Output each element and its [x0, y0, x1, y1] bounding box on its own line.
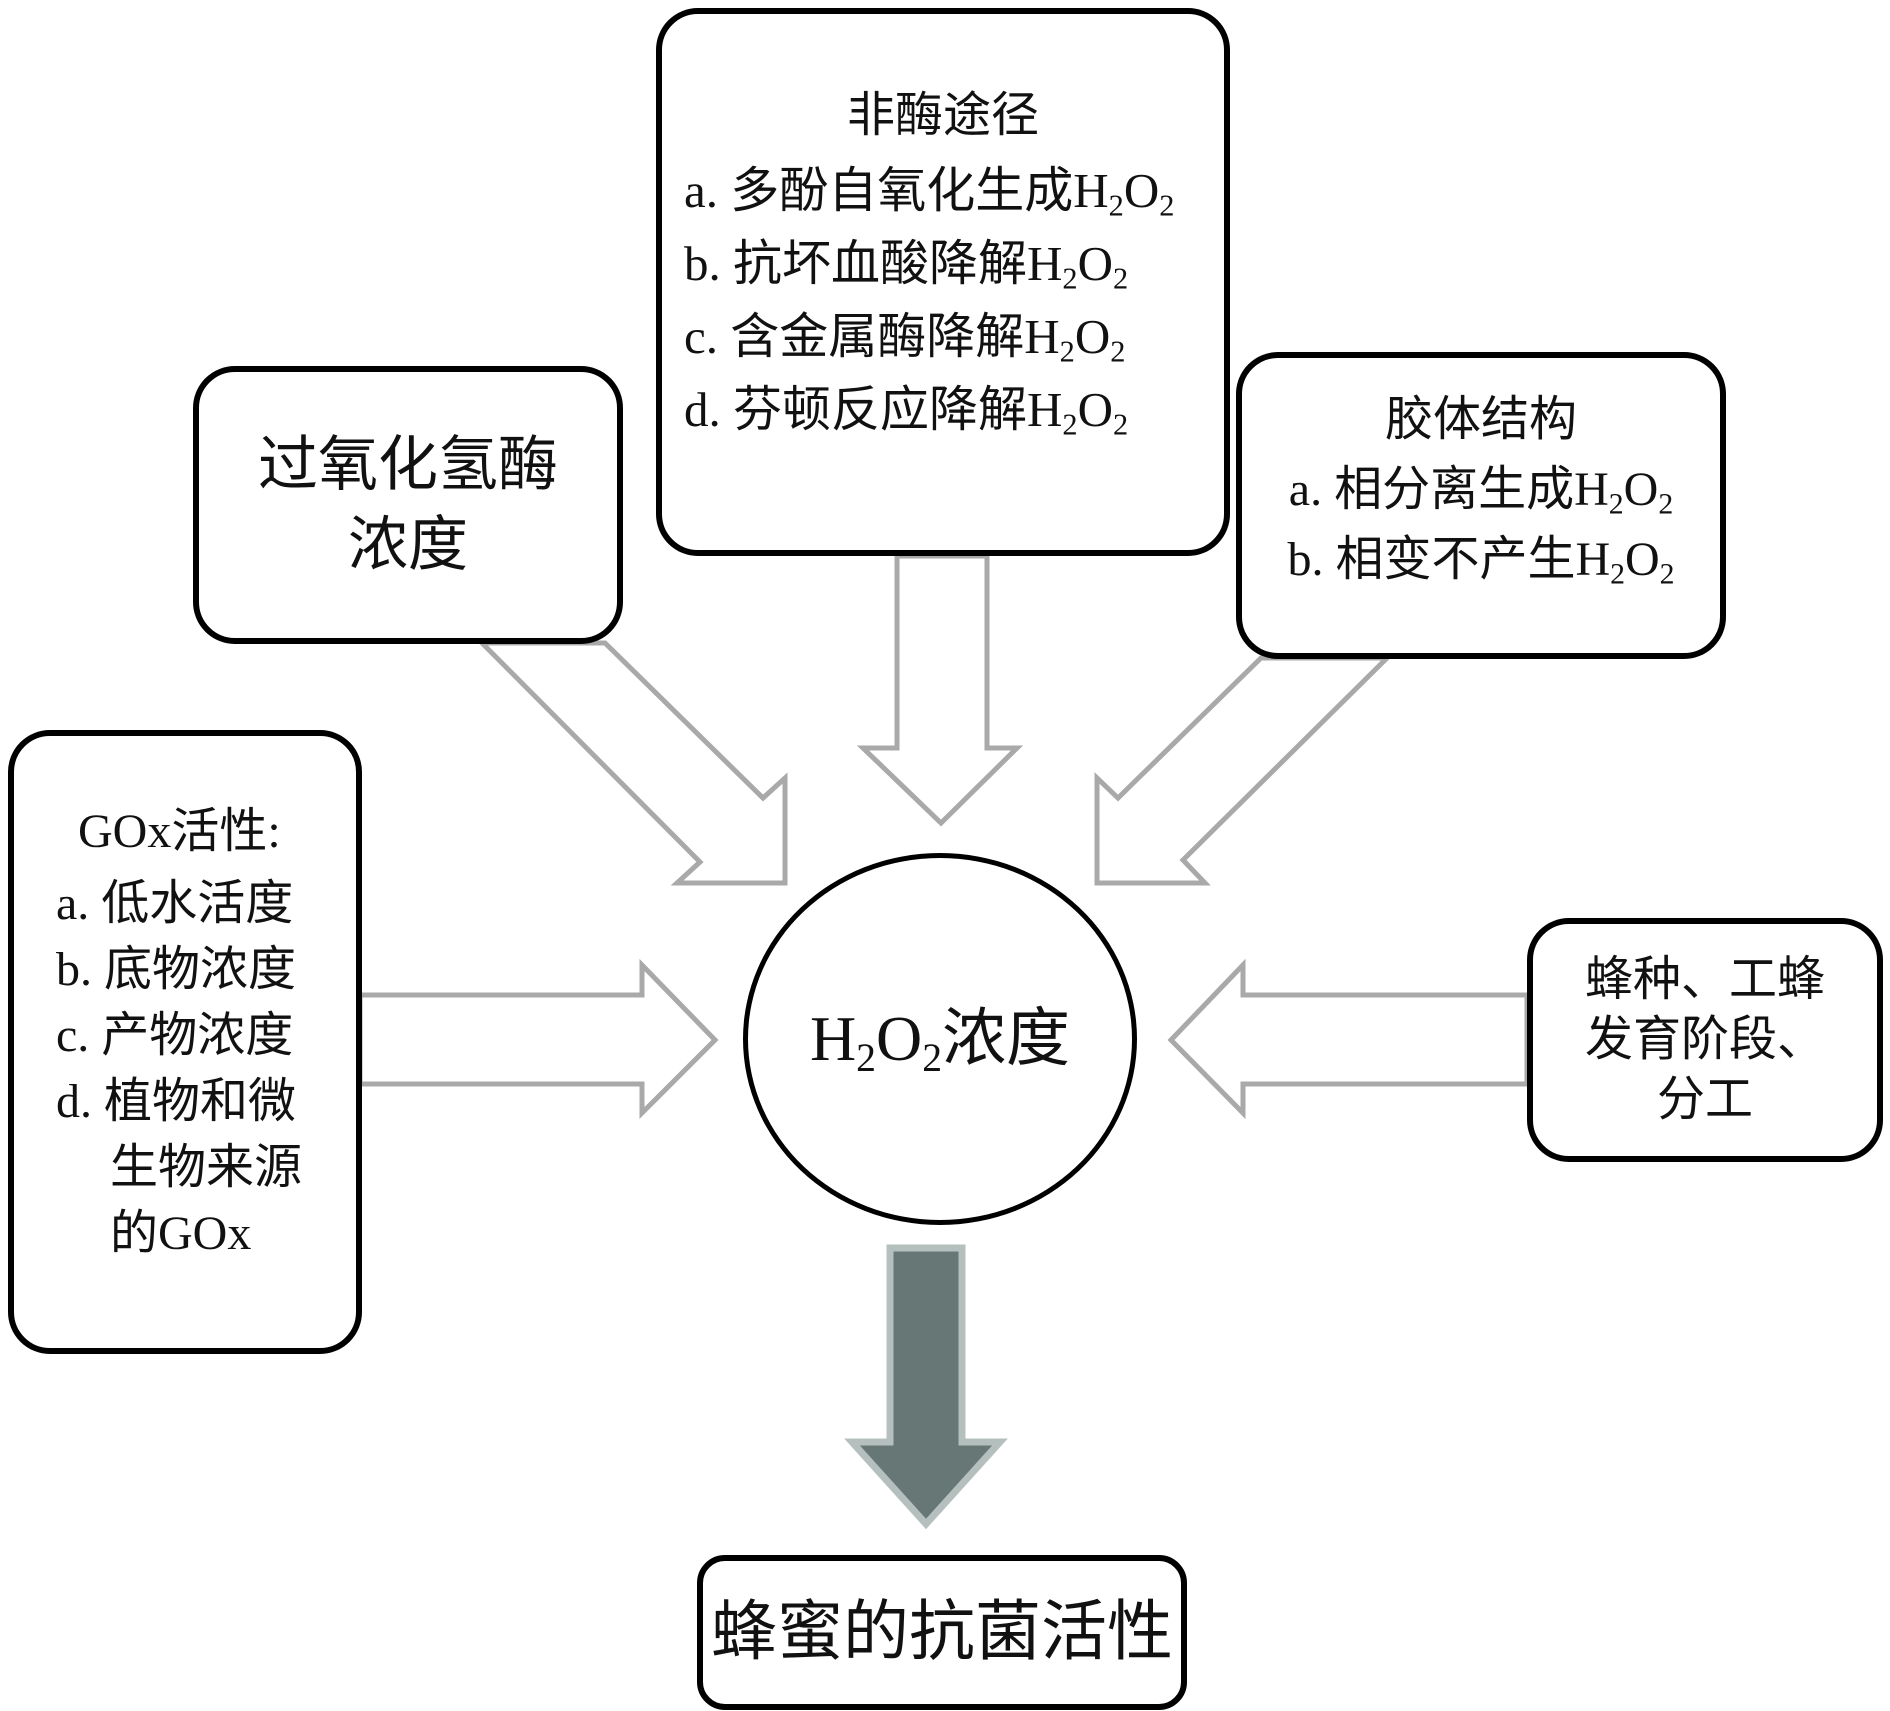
- colloid-item: b. 相变不产生H2O2: [1287, 533, 1675, 591]
- nonenzymatic-item: d. 芬顿反应降解H2O2: [684, 382, 1129, 442]
- h2o2-concentration-node: H2O2浓度: [743, 853, 1137, 1225]
- result-label: 蜂蜜的抗菌活性: [711, 1595, 1173, 1669]
- nonenzymatic-item: c. 含金属酶降解H2O2: [684, 309, 1126, 369]
- catalase-line: 过氧化氢酶: [258, 432, 558, 498]
- nonenzymatic-pathway-box: 非酶途径 a. 多酚自氧化生成H2O2 b. 抗坏血酸降解H2O2 c. 含金属…: [656, 8, 1230, 556]
- bee-line: 分工: [1656, 1073, 1753, 1126]
- gox-item-continuation: 的GOx: [110, 1207, 252, 1260]
- arrow-colloid-to-center: [1094, 655, 1394, 886]
- arrow-nonenzymatic-to-center: [856, 553, 1024, 827]
- gox-title: GOx活性:: [78, 805, 281, 858]
- arrow-bee-to-center: [1167, 958, 1530, 1120]
- colloid-structure-box: 胶体结构 a. 相分离生成H2O2 b. 相变不产生H2O2: [1236, 352, 1726, 659]
- gox-item: c. 产物浓度: [56, 1009, 294, 1062]
- catalase-line: 浓度: [348, 512, 468, 578]
- nonenzymatic-title: 非酶途径: [846, 89, 1039, 142]
- antibacterial-activity-box: 蜂蜜的抗菌活性: [697, 1555, 1187, 1710]
- gox-activity-box: GOx活性: a. 低水活度 b. 底物浓度 c. 产物浓度 d. 植物和微 生…: [8, 730, 362, 1354]
- gox-item-continuation: 生物来源: [110, 1141, 303, 1194]
- arrow-center-to-result: [844, 1244, 1008, 1530]
- colloid-item: a. 相分离生成H2O2: [1288, 463, 1674, 521]
- h2o2-label: H2O2浓度: [809, 1003, 1071, 1081]
- bee-line: 蜂种、工蜂: [1584, 953, 1825, 1006]
- gox-item: a. 低水活度: [56, 877, 294, 930]
- nonenzymatic-item: b. 抗坏血酸降解H2O2: [684, 236, 1129, 296]
- arrow-gox-to-center: [357, 958, 719, 1120]
- gox-item: d. 植物和微: [56, 1075, 297, 1128]
- bee-line: 发育阶段、: [1584, 1013, 1825, 1066]
- nonenzymatic-item: a. 多酚自氧化生成H2O2: [684, 163, 1175, 223]
- bee-species-box: 蜂种、工蜂 发育阶段、 分工: [1527, 918, 1883, 1162]
- catalase-concentration-box: 过氧化氢酶 浓度: [193, 366, 623, 644]
- arrow-catalase-to-center: [475, 640, 788, 886]
- colloid-title: 胶体结构: [1384, 393, 1577, 446]
- gox-item: b. 底物浓度: [56, 943, 297, 996]
